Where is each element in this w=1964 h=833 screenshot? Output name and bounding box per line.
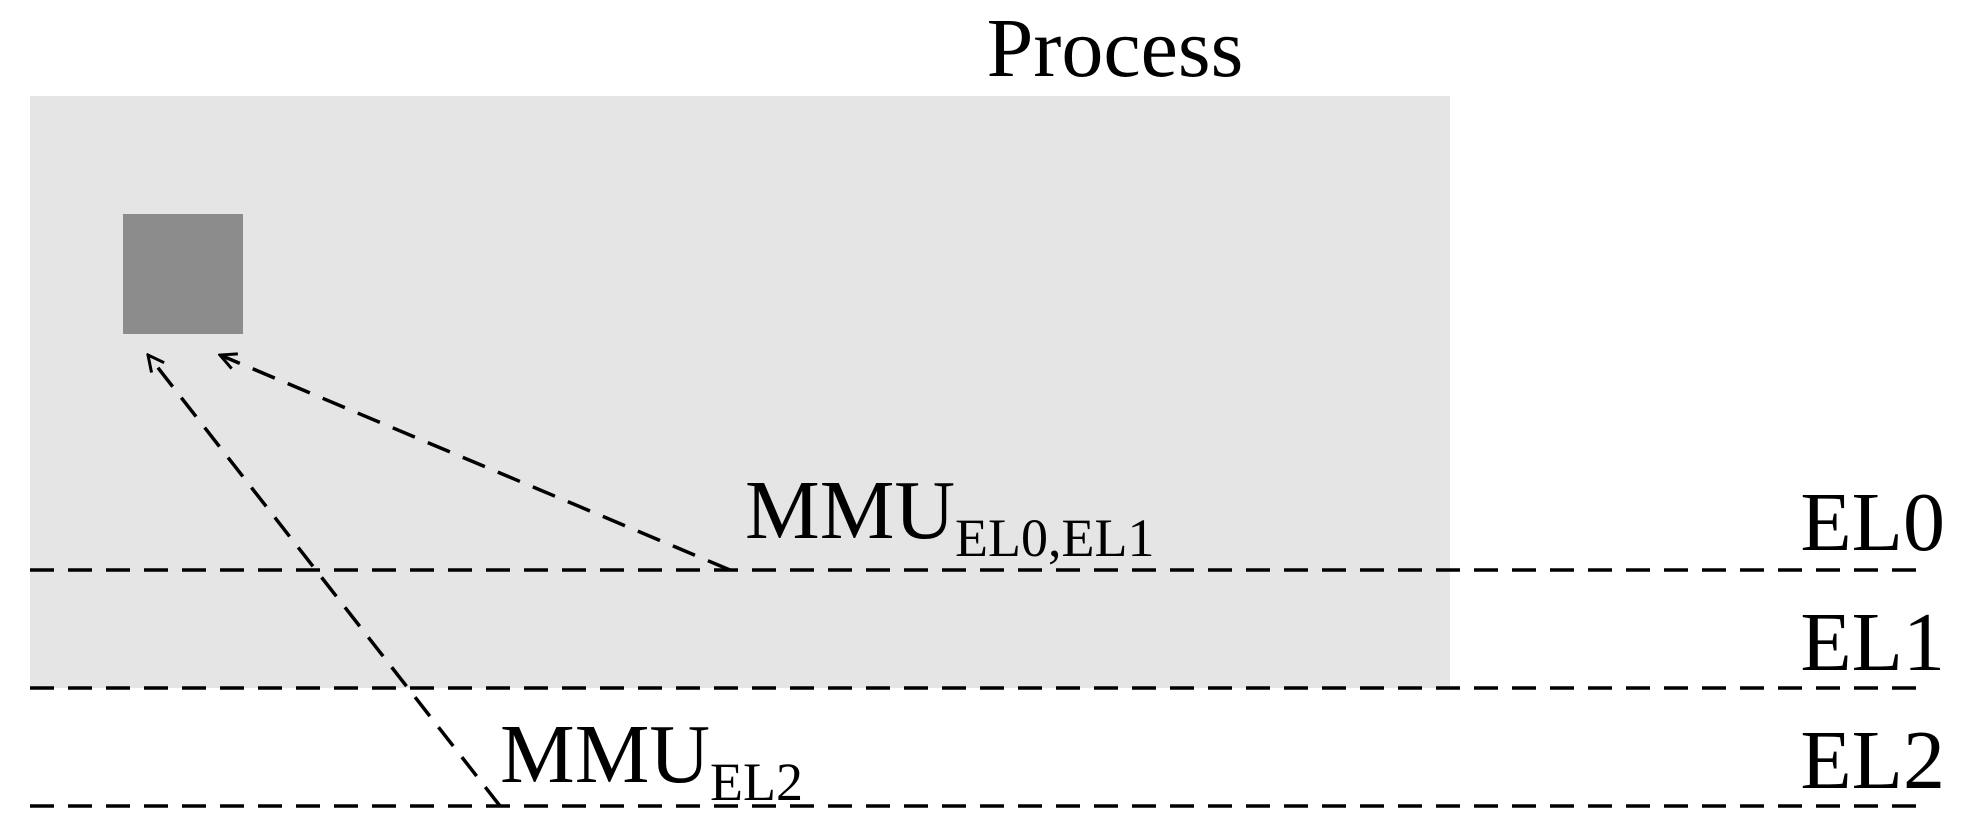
mmu-el0-el1-subscript: EL0,EL1	[955, 508, 1154, 568]
mmu-el2-base: MMU	[500, 708, 710, 801]
mmu-el0-el1-base: MMU	[745, 464, 955, 557]
process-box	[30, 96, 1450, 688]
mmu-el0-el1-label: MMUEL0,EL1	[745, 464, 1155, 568]
arrow-mmu-el2	[148, 355, 502, 808]
arrow-mmu-el0-el1	[220, 355, 731, 572]
level-label-el2: EL2	[1800, 714, 1945, 807]
memory-page	[123, 214, 243, 334]
mmu-el2-subscript: EL2	[710, 752, 803, 812]
process-label: Process	[987, 2, 1244, 95]
mmu-el2-label: MMUEL2	[500, 708, 803, 812]
level-label-el1: EL1	[1800, 596, 1945, 689]
level-label-el0: EL0	[1800, 476, 1945, 569]
